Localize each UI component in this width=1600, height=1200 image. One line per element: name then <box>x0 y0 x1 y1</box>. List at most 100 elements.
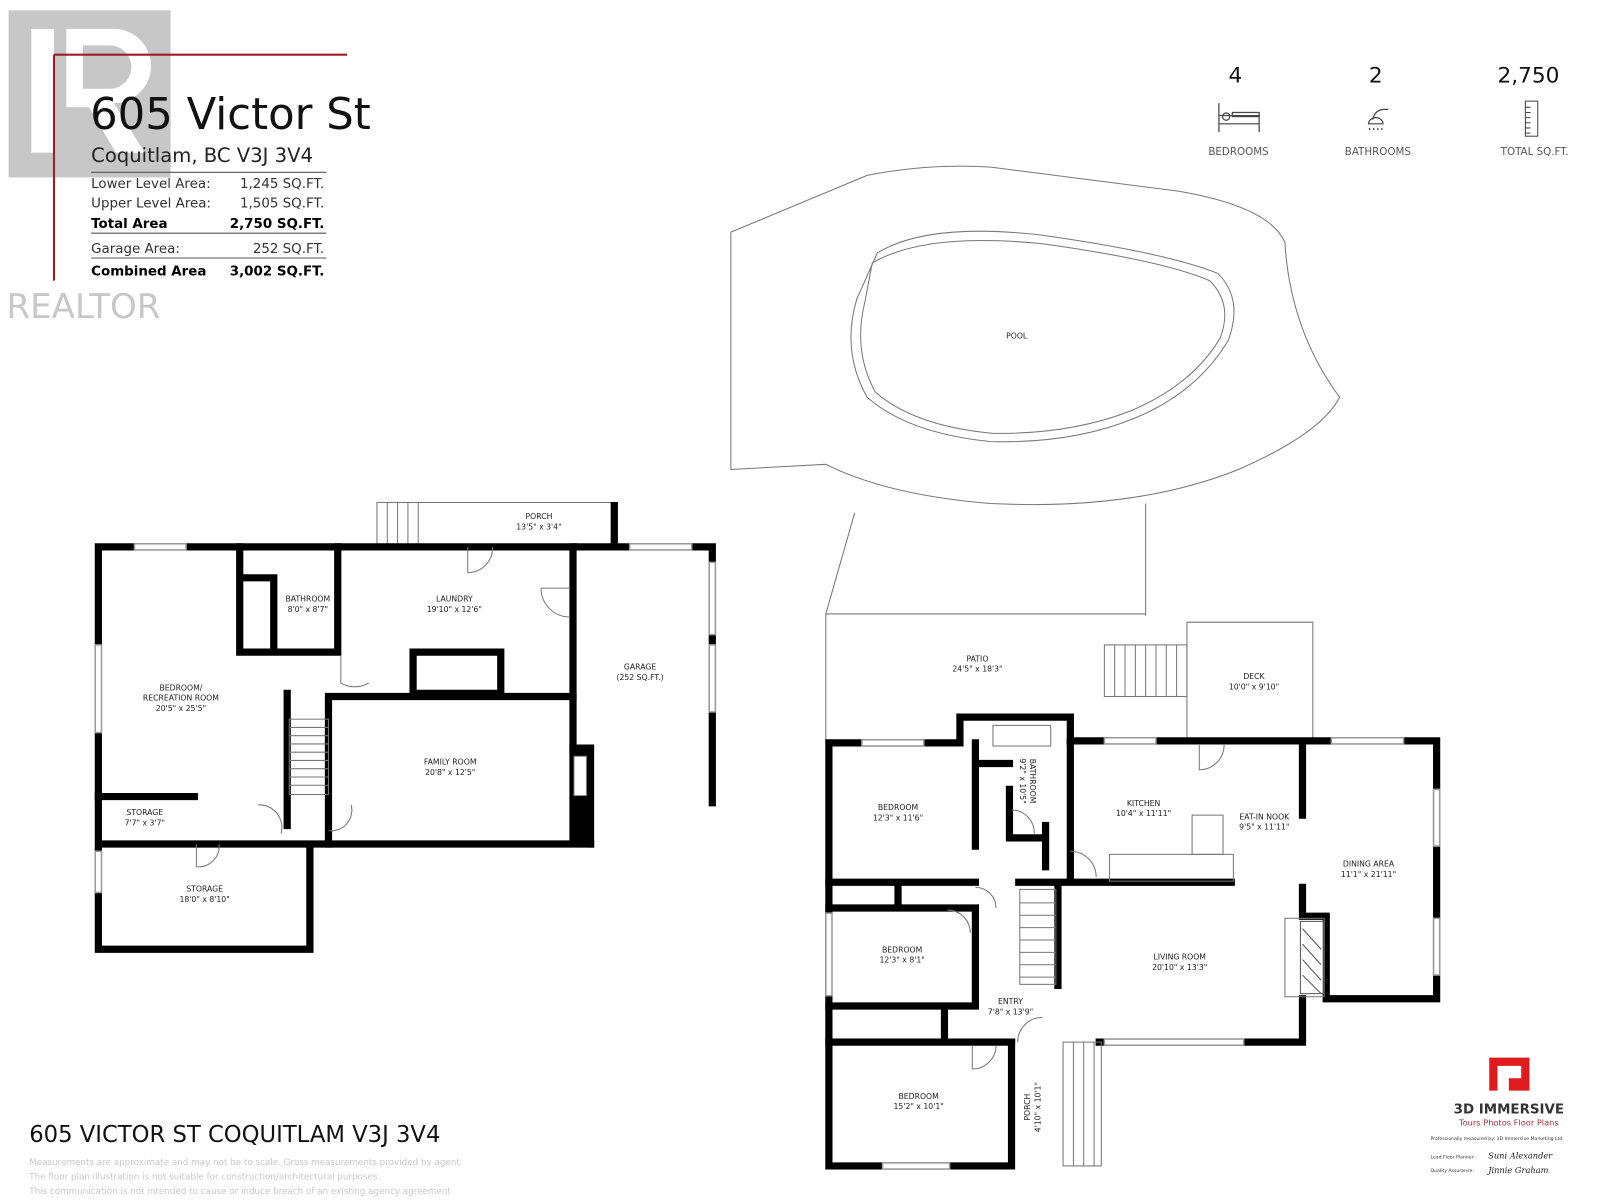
room-dimensions: 7'7" x 3'7" <box>125 818 165 827</box>
stat-value: 2 <box>1369 64 1383 89</box>
room-dimensions: 12'3" x 8'1" <box>879 956 924 965</box>
stat-label: BATHROOMS <box>1345 146 1411 158</box>
area-row: Upper Level Area: 1,505 SQ.FT. <box>91 196 324 211</box>
room-name: BEDROOM <box>878 803 918 812</box>
area-label: Lower Level Area: <box>91 177 210 192</box>
3d-immersive-logo <box>1489 1057 1530 1091</box>
area-value: 3,002 SQ.FT. <box>230 264 325 279</box>
area-label: Upper Level Area: <box>91 196 211 211</box>
measured-by: Professionally measured by: 3D Immersive… <box>1430 1136 1563 1142</box>
room-name: PATIO <box>967 654 989 663</box>
upper-level-plan <box>825 713 1441 1170</box>
disclaimer-line: This communication is not intended to ca… <box>28 1187 451 1197</box>
stat-label: TOTAL SQ.FT. <box>1500 146 1569 158</box>
room-label: POOL <box>1006 331 1028 340</box>
room-name: POOL <box>1006 331 1028 340</box>
area-row: Combined Area 3,002 SQ.FT. <box>91 264 324 279</box>
stat-label: BEDROOMS <box>1208 146 1268 158</box>
room-dimensions: 11'1" x 21'11" <box>1341 870 1396 879</box>
room-name: LAUNDRY <box>436 595 473 604</box>
room-name: FAMILY ROOM <box>424 758 477 767</box>
quality-assurance-signature: Jinnie Graham <box>1486 1165 1548 1175</box>
room-dimensions: 20'8" x 12'5" <box>425 768 475 777</box>
brand-tagline: Tours Photos Floor Plans <box>1458 1118 1559 1128</box>
bed-icon <box>1218 103 1260 133</box>
stat-value: 2,750 <box>1497 64 1559 89</box>
area-label: Garage Area: <box>91 242 180 257</box>
lead-floor-planner-label: Lead Floor Planner: <box>1430 1155 1475 1161</box>
room-dimensions: 7'8" x 13'9" <box>988 1007 1033 1016</box>
area-label: Combined Area <box>91 264 206 279</box>
disclaimer-line: Measurements are approximate and may not… <box>29 1158 462 1168</box>
room-name: KITCHEN <box>1127 799 1161 808</box>
ruler-icon <box>1524 100 1539 137</box>
brand-name: 3D IMMERSIVE <box>1454 1102 1564 1117</box>
room-dimensions: 9'2" x 10'5" <box>1018 758 1027 803</box>
room-dimensions: 12'3" x 11'6" <box>873 813 923 822</box>
area-summary-table: Lower Level Area: 1,245 SQ.FT. Upper Level… <box>91 171 327 279</box>
area-value: 1,245 SQ.FT. <box>240 177 324 192</box>
stat-value: 4 <box>1229 64 1243 89</box>
room-dimensions: 19'10" x 12'6" <box>427 605 482 614</box>
footer-address: 605 VICTOR ST COQUITLAM V3J 3V4 <box>29 1122 440 1148</box>
room-dimensions: 20'10" x 13'3" <box>1152 963 1207 972</box>
room-dimensions: (252 SQ.FT.) <box>616 673 663 682</box>
lower-level-plan <box>94 501 717 953</box>
room-dimensions: 24'5" x 18'3" <box>952 665 1002 674</box>
room-name: ENTRY <box>998 997 1023 1006</box>
room-label: EAT-IN NOOK 9'5" x 11'11" <box>1239 812 1290 831</box>
accent-lines <box>52 53 348 281</box>
area-value: 1,505 SQ.FT. <box>240 196 324 211</box>
room-label: GARAGE(252 SQ.FT.) <box>616 663 663 682</box>
room-dimensions: 18'0" x 8'10" <box>179 895 229 904</box>
room-dimensions: 9'5" x 11'11" <box>1239 823 1289 832</box>
room-name: BEDROOM <box>899 1092 939 1101</box>
room-name: RECREATION ROOM <box>143 694 219 703</box>
room-name: PORCH <box>1023 1093 1032 1120</box>
area-value: 2,750 SQ.FT. <box>230 217 325 232</box>
room-name: DECK <box>1243 672 1265 681</box>
room-dimensions: 10'4" x 11'11" <box>1116 809 1171 818</box>
pool-outline <box>730 165 1341 506</box>
room-dimensions: 4'10" x 10'1" <box>1033 1082 1042 1132</box>
room-name: PORCH <box>525 512 552 521</box>
disclaimer-line: The floor plan illustration is not suita… <box>28 1172 380 1182</box>
property-title: 605 Victor St <box>90 90 371 140</box>
stat-total-sqft: 2,750 TOTAL SQ.FT. <box>1497 64 1568 158</box>
patio-outline <box>825 503 1314 743</box>
room-name: GARAGE <box>624 663 656 672</box>
room-name: EAT-IN NOOK <box>1239 812 1290 821</box>
room-name: BATHROOM <box>285 595 330 604</box>
realtor-watermark-logo: REALTOR <box>7 10 171 327</box>
stat-bathrooms: 2 BATHROOMS <box>1345 64 1411 158</box>
room-name: DINING AREA <box>1343 860 1395 869</box>
room-label: PATIO 24'5" x 18'3" <box>952 654 1002 673</box>
room-dimensions: 13'5" x 3'4" <box>516 522 561 531</box>
area-value: 252 SQ.FT. <box>253 242 325 257</box>
room-dimensions: 20'5" x 25'5" <box>156 704 206 713</box>
realtor-watermark-text: REALTOR <box>7 287 161 327</box>
area-row: Lower Level Area: 1,245 SQ.FT. <box>91 177 324 192</box>
room-dimensions: 10'0" x 9'10" <box>1229 682 1279 691</box>
stat-bedrooms: 4 BEDROOMS <box>1208 64 1268 158</box>
room-name: BATHROOM <box>1028 759 1037 804</box>
room-dimensions: 8'0" x 8'7" <box>288 605 328 614</box>
room-dimensions: 15'2" x 10'1" <box>894 1102 944 1111</box>
